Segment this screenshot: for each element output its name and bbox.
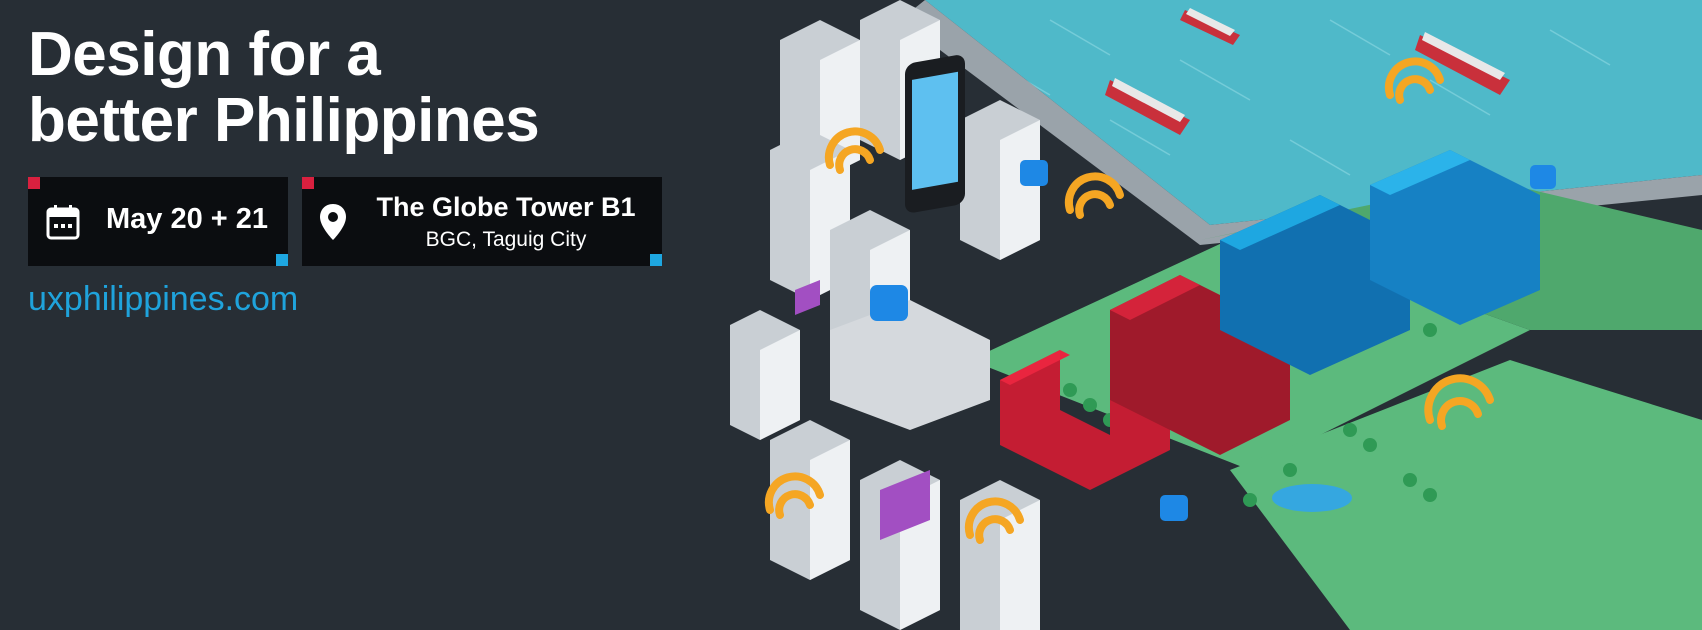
- water-ripples: [989, 19, 1611, 176]
- headline-line-1: Design for a: [28, 20, 381, 89]
- coast-road: [900, 0, 1702, 245]
- mail-icons: [795, 280, 930, 540]
- corner-accent-red: [302, 177, 314, 189]
- corner-accent-blue: [276, 254, 288, 266]
- website-link[interactable]: uxphilippines.com: [28, 280, 299, 318]
- venue-city: BGC, Taguig City: [425, 228, 587, 251]
- headline: Design for a better Philippines: [28, 20, 540, 155]
- isometric-city-illustration: [730, 0, 1702, 630]
- corner-accent-red: [28, 177, 40, 189]
- pond: [1272, 484, 1352, 512]
- location-card: The Globe Tower B1 BGC, Taguig City: [302, 177, 662, 266]
- ship-icon: [1415, 32, 1510, 95]
- headline-line-2: better Philippines: [28, 86, 540, 155]
- corner-accent-blue: [650, 254, 662, 266]
- event-date: May 20 + 21: [106, 203, 269, 235]
- map-pin-icon: [320, 204, 346, 240]
- ship-icon: [1180, 8, 1240, 45]
- smartphone-icon: [905, 55, 965, 213]
- calendar-icon: [46, 205, 80, 240]
- uxph-logo-sculpture: [1000, 150, 1540, 490]
- venue-name: The Globe Tower B1: [376, 192, 636, 222]
- bay-water: [925, 0, 1702, 225]
- date-card: May 20 + 21: [28, 177, 288, 266]
- chat-bubble-icons: [870, 160, 1556, 521]
- wifi-icons: [764, 57, 1494, 544]
- ship-icon: [1105, 78, 1190, 135]
